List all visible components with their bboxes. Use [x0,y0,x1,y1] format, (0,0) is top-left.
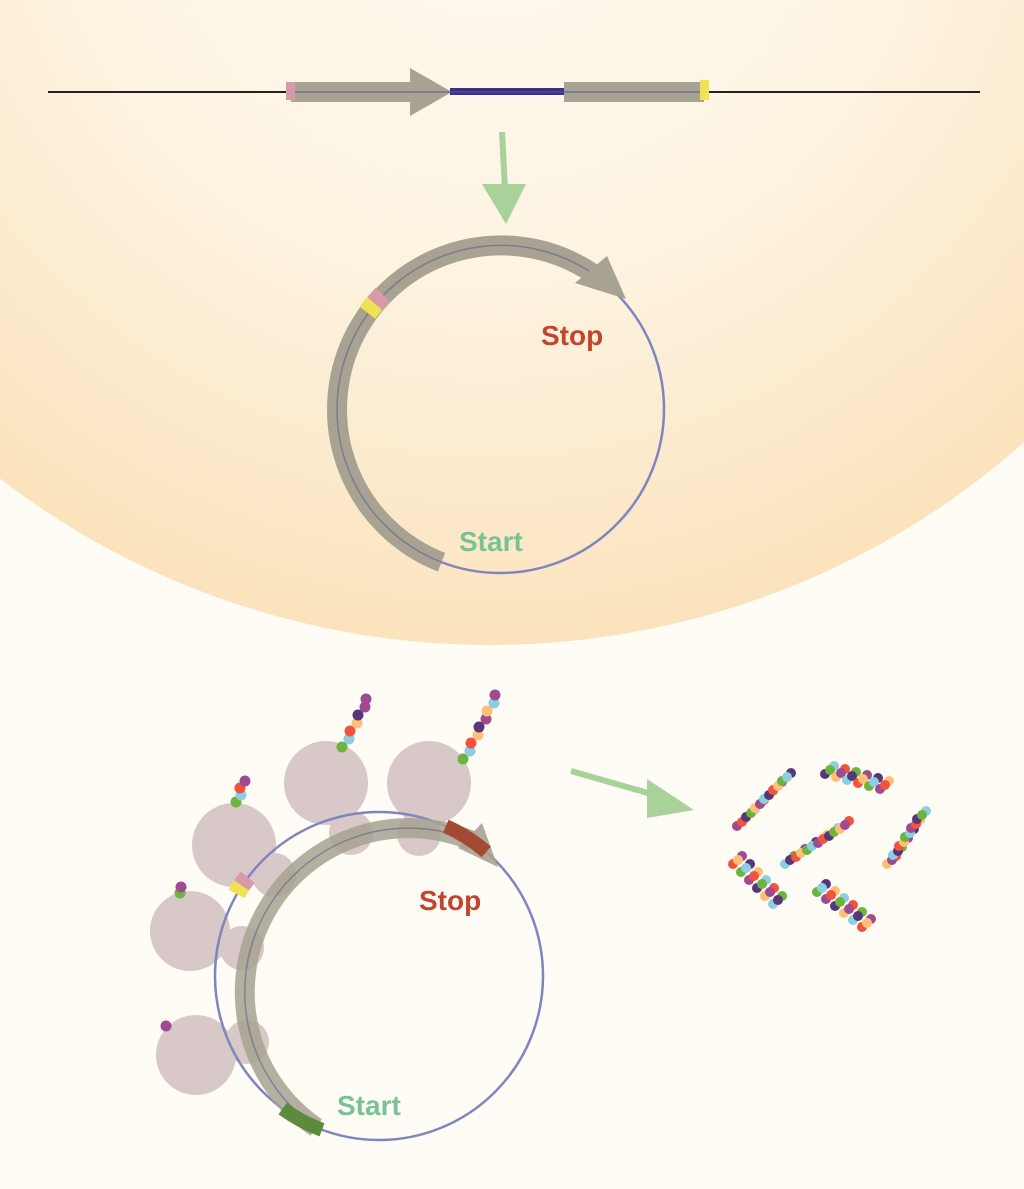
amino-acid-bead [457,753,469,765]
amino-acid-bead [817,883,827,893]
amino-acid-bead [464,745,476,757]
amino-acid-bead [472,729,484,741]
amino-acid-bead [782,772,792,782]
ribosome-large [150,891,230,971]
amino-acid-bead [869,777,879,787]
amino-acid-bead [351,717,363,729]
amino-acid-bead [765,887,775,897]
circular-strand [213,810,545,1142]
circular-rna-bottom: Stop Start [213,810,545,1142]
amino-acid-bead [757,879,767,889]
circular-direction-arrowhead [575,256,626,299]
amino-acid-bead [481,705,493,717]
amino-acid-bead [880,780,890,790]
yellow-marker [700,80,709,100]
peptide-chain [174,881,187,899]
amino-acid-bead [741,863,751,873]
released-proteins [728,761,931,932]
linear-construct [48,68,980,116]
amino-acid-bead [835,897,845,907]
amino-acid-bead [160,1020,172,1032]
amino-acid-bead [352,709,364,721]
ribosome-large [284,741,368,825]
amino-acid-bead [840,820,850,830]
amino-acid-bead [862,918,872,928]
amino-acid-bead [825,765,835,775]
pink-marker [234,871,255,891]
amino-acid-bead [826,890,836,900]
top-stop-label: Stop [541,320,603,351]
amino-acid-bead [465,737,477,749]
folded-protein [732,768,796,831]
amino-acid-bead [480,713,492,725]
yellow-marker [228,880,250,899]
amino-acid-bead [344,725,356,737]
amino-acid-bead [473,721,485,733]
amino-acid-bead [175,881,187,893]
bottom-stop-label: Stop [419,885,481,916]
pink-marker [286,82,295,100]
peptide-chain [160,1020,172,1032]
folded-protein [882,806,931,869]
folded-protein [728,851,787,909]
ribosome-large [156,1015,236,1095]
circular-rna-top: Stop Start [327,235,666,575]
amino-acid-bead [343,733,355,745]
amino-acid-bead [917,810,927,820]
folded-protein [812,879,876,932]
top-start-label: Start [459,526,523,557]
amino-acid-bead [858,774,868,784]
nascent-peptide-chains [160,689,501,1032]
peptide-chain [230,775,251,808]
bottom-start-label: Start [337,1090,401,1121]
amino-acid-bead [360,693,372,705]
start-codon-marker [278,1102,325,1137]
amino-acid-bead [489,689,501,701]
amino-acid-bead [488,697,500,709]
pink-marker [367,287,391,311]
yellow-marker [359,296,383,319]
amino-acid-bead [749,871,759,881]
nucleus-region [0,0,1024,645]
folded-protein [780,816,854,869]
release-arrow [570,768,694,818]
folded-protein [820,761,894,794]
amino-acid-bead [733,855,743,865]
amino-acid-bead [844,904,854,914]
stop-codon-marker [442,819,491,858]
amino-acid-bead [836,768,846,778]
amino-acid-bead [336,741,348,753]
amino-acid-bead [773,895,783,905]
peptide-chain [457,689,501,765]
peptide-chain [336,693,372,753]
amino-acid-bead [847,771,857,781]
amino-acid-bead [359,701,371,713]
amino-acid-bead [239,775,251,787]
amino-acid-bead [853,911,863,921]
ribosome-large [387,741,471,825]
circularization-arrow [482,131,526,224]
